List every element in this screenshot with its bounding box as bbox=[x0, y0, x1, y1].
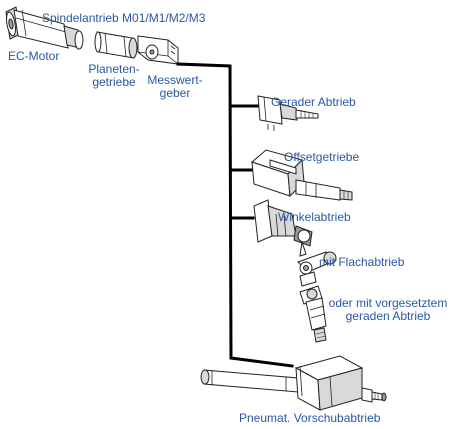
label-vorgesetzter-abtrieb: oder mit vorgesetztem geraden Abtrieb bbox=[328, 296, 448, 323]
label-offsetgetriebe: Offsetgetriebe bbox=[284, 150, 360, 164]
label-flachabtrieb: mit Flachabtrieb bbox=[319, 255, 405, 269]
ec-motor-drawing bbox=[5, 6, 84, 50]
offsetgetriebe-drawing bbox=[251, 149, 353, 201]
messwertgeber-drawing bbox=[137, 35, 179, 65]
label-vorschubabtrieb: Pneumat. Vorschubabtrieb bbox=[239, 411, 381, 425]
gerader-abtrieb-drawing bbox=[257, 95, 319, 131]
label-spindelantrieb: Spindelantrieb M01/M1/M2/M3 bbox=[42, 11, 206, 25]
connection-bus bbox=[176, 62, 294, 368]
vorschubabtrieb-drawing bbox=[200, 355, 387, 411]
label-ec-motor: EC-Motor bbox=[8, 49, 60, 63]
winkelabtrieb-drawing bbox=[253, 199, 313, 257]
label-winkelabtrieb: Winkelabtrieb bbox=[278, 210, 351, 224]
label-gerader-abtrieb: Gerader Abtrieb bbox=[271, 95, 356, 109]
flachabtrieb-drawing bbox=[297, 251, 337, 287]
label-planetengetriebe: Planeten- getriebe bbox=[88, 62, 140, 89]
label-messwertgeber: Messwert- geber bbox=[147, 73, 203, 100]
gerader-abtrieb-vorgesetzt-drawing bbox=[299, 285, 327, 343]
planetengetriebe-drawing bbox=[94, 31, 138, 59]
